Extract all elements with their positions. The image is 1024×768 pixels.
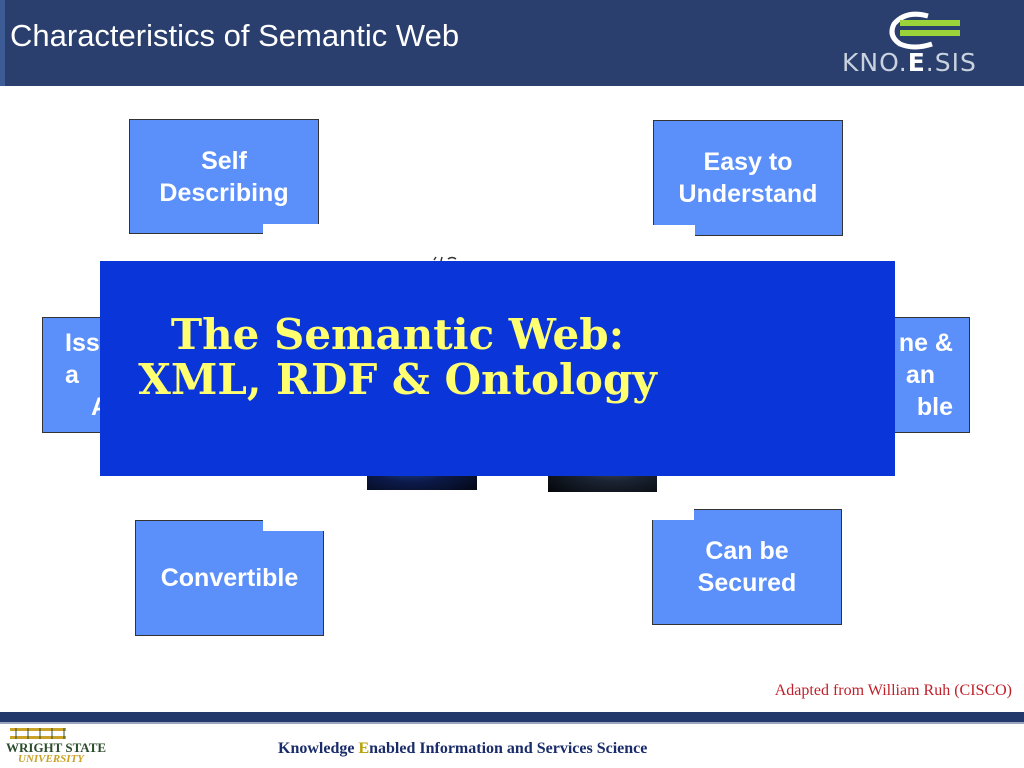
card-line: Iss bbox=[65, 329, 100, 357]
card-easy-to-understand: Easy to Understand bbox=[653, 120, 843, 236]
card-line: Describing bbox=[159, 178, 289, 207]
footer-bar bbox=[0, 712, 1024, 722]
card-easy-to-understand-text: Easy to Understand bbox=[679, 146, 818, 210]
card-line: Can be bbox=[705, 537, 789, 565]
university-subtitle: UNIVERSITY bbox=[18, 753, 85, 765]
university-name: WRIGHT STATE bbox=[6, 740, 107, 755]
footer-tagline: Knowledge Enabled Information and Servic… bbox=[278, 740, 647, 758]
sketch-mark-icon bbox=[433, 256, 457, 262]
card-can-be-secured-text: Can be Secured bbox=[698, 535, 797, 599]
footer-divider bbox=[0, 722, 1024, 724]
card-self-describing: Self Describing bbox=[129, 119, 319, 234]
card-line: an bbox=[905, 361, 935, 389]
knoesis-e-mark-icon bbox=[889, 11, 960, 50]
wright-state-plane-icon bbox=[10, 728, 66, 739]
title-banner bbox=[100, 261, 895, 476]
card-line: ne & bbox=[898, 329, 953, 357]
card-line: Self bbox=[201, 146, 247, 175]
tagline-e: E bbox=[358, 740, 370, 757]
card-line: a bbox=[65, 361, 79, 389]
card-right-partial-text: ne & an ble bbox=[899, 327, 953, 423]
card-convertible: Convertible bbox=[135, 520, 324, 636]
card-line: Easy to bbox=[703, 148, 793, 176]
card-convertible-text: Convertible bbox=[161, 562, 299, 594]
card-self-describing-text: Self Describing bbox=[159, 145, 288, 209]
banner-title-line-1: The Semantic Web: bbox=[170, 310, 625, 359]
card-tab-notch bbox=[263, 519, 325, 531]
banner-title-line-2: XML, RDF & Ontology bbox=[138, 355, 657, 404]
logo-wordmark: KNO.E.SIS bbox=[842, 48, 977, 77]
logo-text-e: E bbox=[907, 48, 926, 77]
header-edge-stripe bbox=[0, 0, 5, 86]
card-can-be-secured: Can be Secured bbox=[652, 509, 842, 625]
slide-header: Characteristics of Semantic Web KNO.E.SI… bbox=[0, 0, 1024, 86]
source-credit: Adapted from William Ruh (CISCO) bbox=[774, 682, 1012, 699]
logo-text-post: .SIS bbox=[925, 48, 977, 77]
card-line: ble bbox=[916, 393, 953, 421]
card-tab-notch bbox=[653, 225, 695, 237]
card-line: Convertible bbox=[160, 564, 299, 592]
card-tab-notch bbox=[651, 508, 694, 520]
slide-title: Characteristics of Semantic Web bbox=[10, 18, 460, 53]
card-line: Understand bbox=[678, 180, 818, 208]
knoesis-logo: KNO.E.SIS bbox=[836, 6, 1006, 82]
tagline-pre: Knowledge bbox=[278, 740, 359, 757]
card-tab-notch bbox=[263, 224, 320, 235]
logo-text-pre: KNO. bbox=[842, 48, 908, 77]
tagline-post: nabled Information and Services Science bbox=[369, 740, 648, 757]
card-line: Secured bbox=[697, 569, 797, 597]
